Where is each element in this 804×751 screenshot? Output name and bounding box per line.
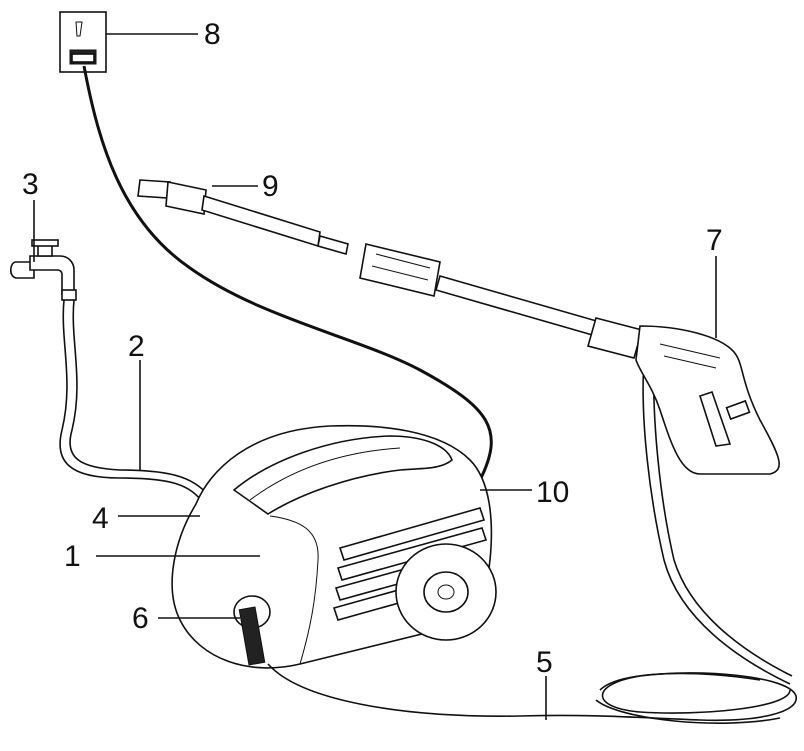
callout-4: 4 bbox=[92, 502, 109, 535]
callout-6: 6 bbox=[132, 602, 149, 635]
callout-9: 9 bbox=[262, 170, 279, 203]
callout-5: 5 bbox=[536, 646, 553, 679]
trigger-gun bbox=[359, 243, 780, 475]
callout-1: 1 bbox=[64, 540, 81, 573]
lance bbox=[137, 179, 349, 256]
callout-10: 10 bbox=[536, 476, 569, 509]
washer-body bbox=[171, 424, 497, 669]
high-pressure-hose bbox=[267, 359, 797, 724]
callout-2: 2 bbox=[128, 330, 145, 363]
power-cable bbox=[82, 65, 493, 481]
callout-7: 7 bbox=[706, 224, 723, 257]
wall-socket bbox=[59, 11, 107, 73]
inlet-hose bbox=[59, 299, 205, 505]
leader-lines bbox=[33, 33, 717, 720]
callout-8: 8 bbox=[204, 18, 221, 51]
callout-3: 3 bbox=[22, 168, 39, 201]
water-tap bbox=[9, 239, 77, 301]
